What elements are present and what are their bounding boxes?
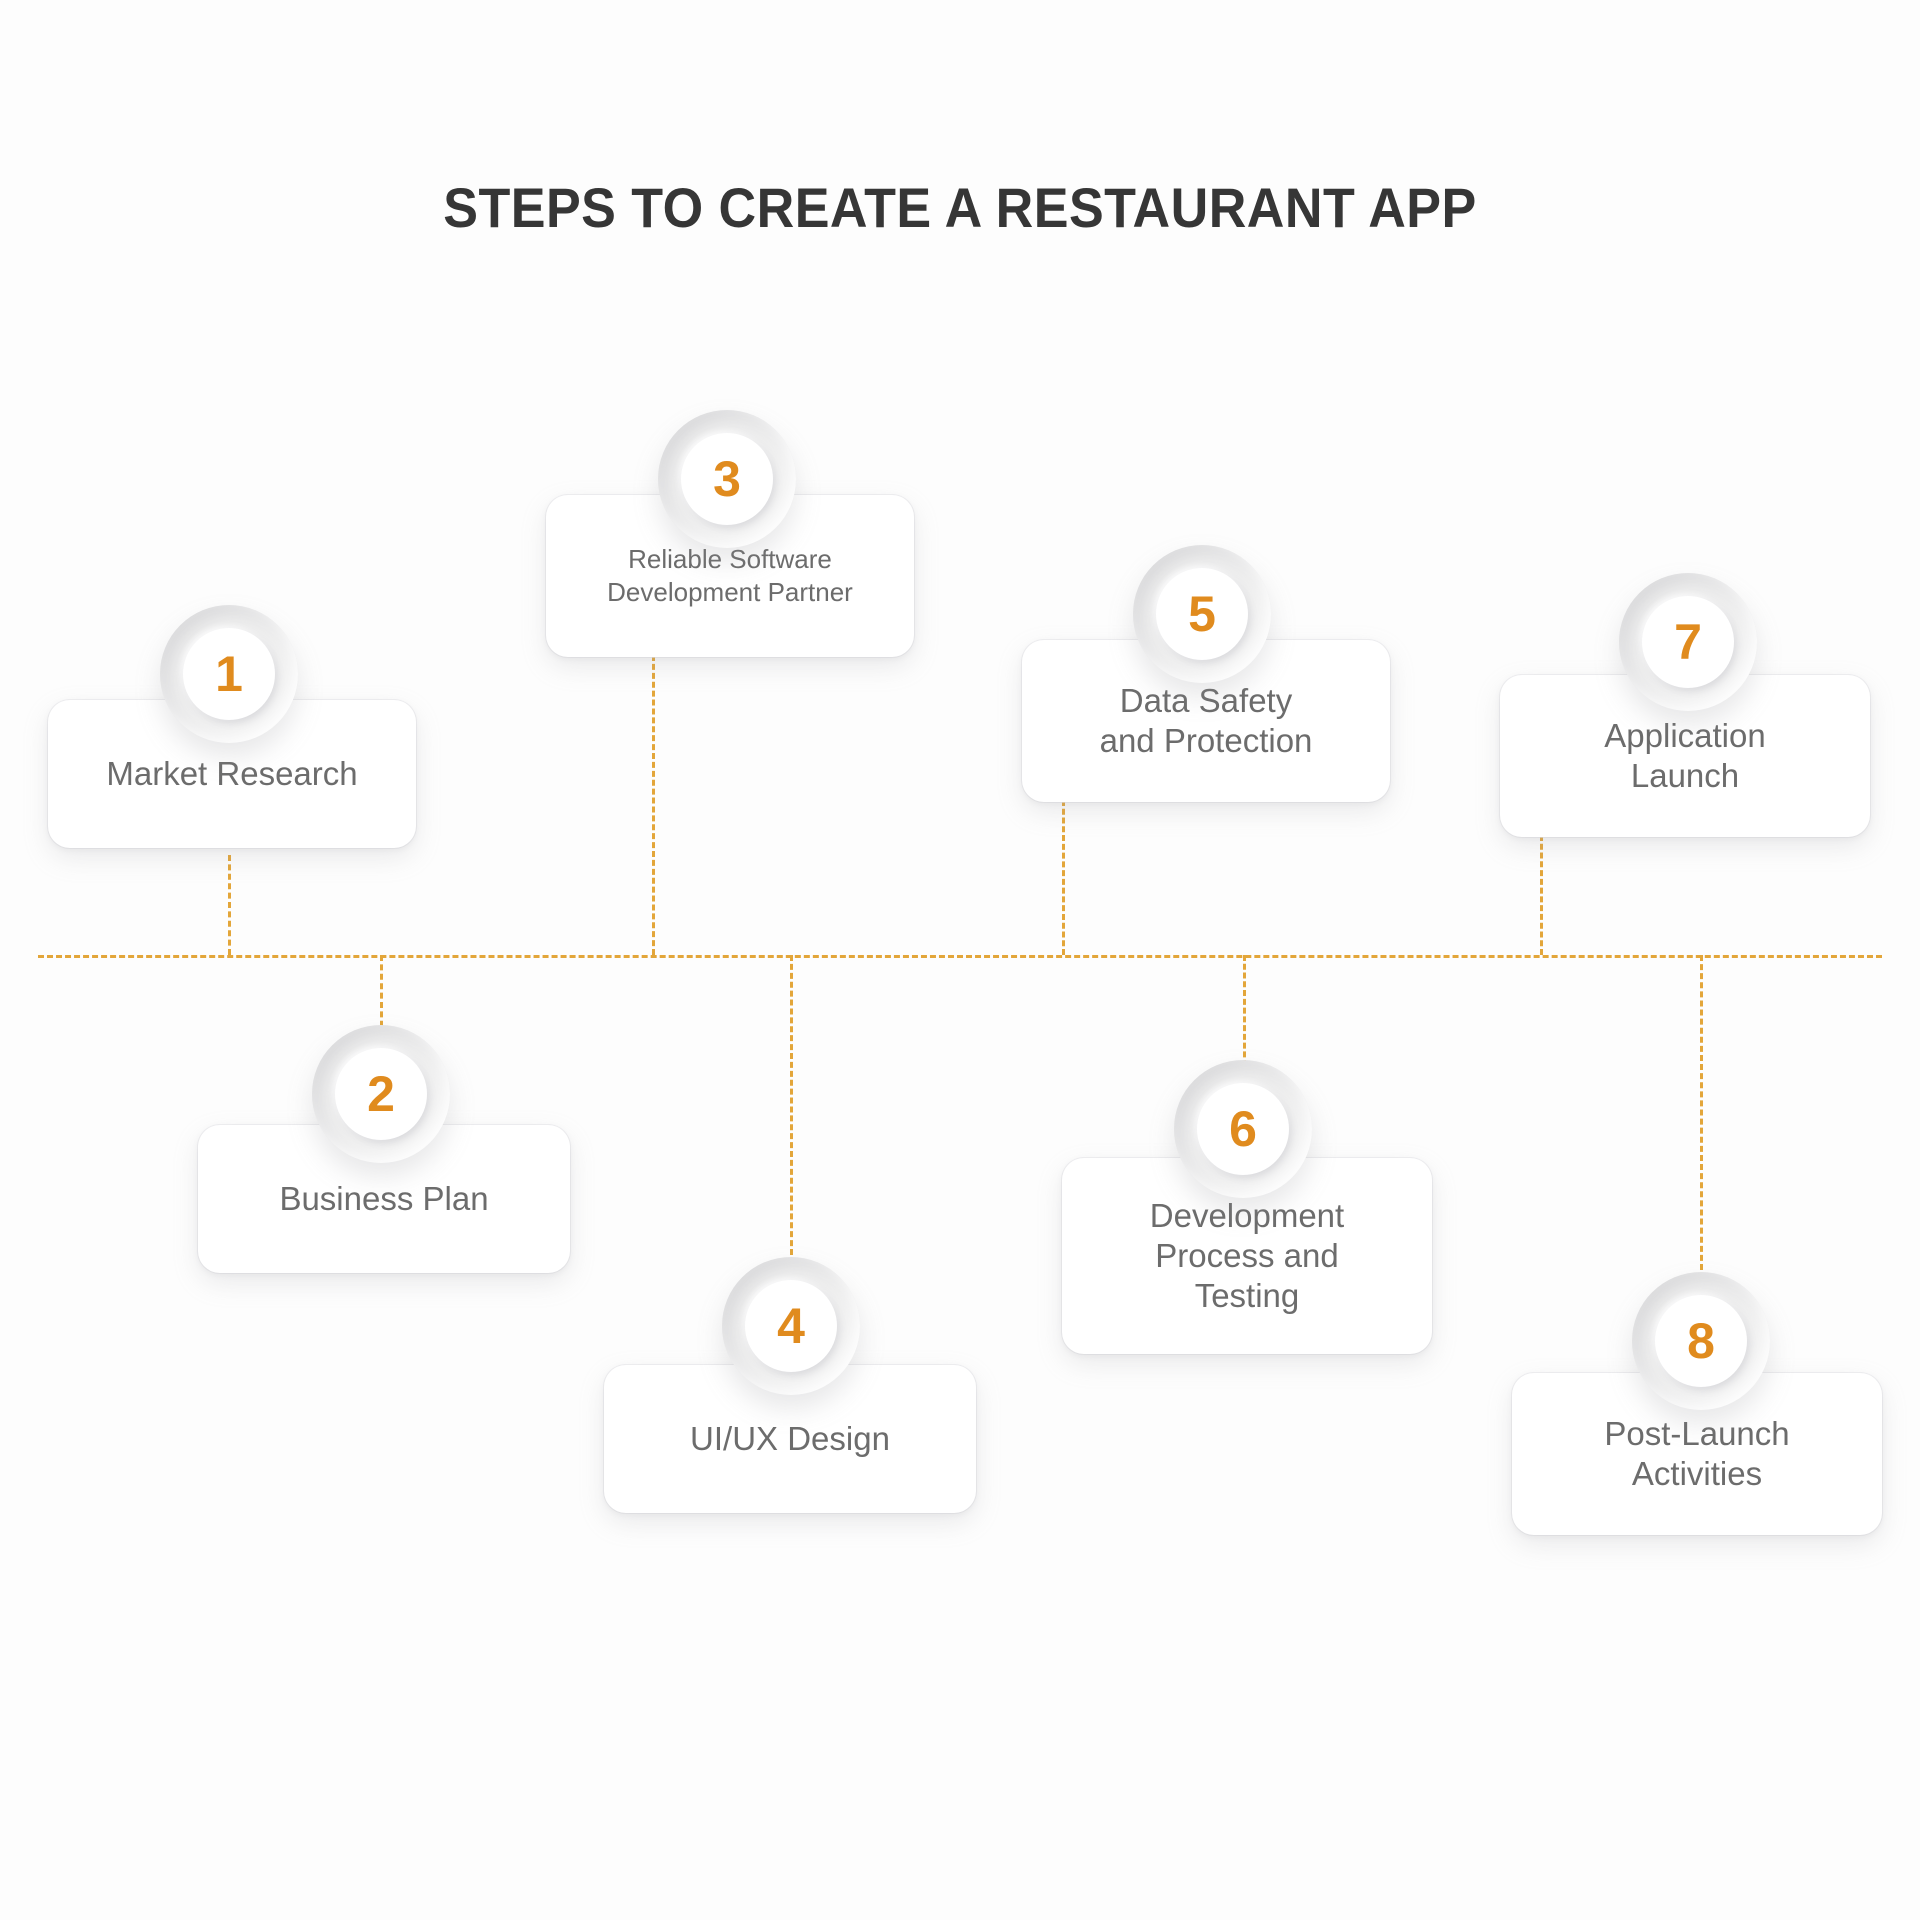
- connector-step-2: [380, 955, 383, 1055]
- connector-step-8: [1700, 955, 1703, 1270]
- step-1-number: 1: [215, 646, 243, 702]
- step-5-number: 5: [1188, 586, 1216, 642]
- connector-step-5: [1062, 800, 1065, 955]
- step-4-label: UI/UX Design: [690, 1419, 890, 1457]
- step-8-badge-inner: 8: [1655, 1295, 1747, 1387]
- step-7-badge-inner: 7: [1642, 596, 1734, 688]
- connector-step-7: [1540, 835, 1543, 955]
- step-5-badge-inner: 5: [1156, 568, 1248, 660]
- step-3-badge[interactable]: 3: [658, 410, 796, 548]
- step-7-number: 7: [1674, 614, 1702, 670]
- step-1-badge-inner: 1: [183, 628, 275, 720]
- page-title: STEPS TO CREATE A RESTAURANT APP: [443, 176, 1477, 239]
- step-2-card[interactable]: Business Plan: [198, 1125, 570, 1273]
- step-5-label: Data Safety and Protection: [1099, 681, 1313, 759]
- step-6-label: Development Process and Testing: [1149, 1196, 1345, 1315]
- timeline-main-axis: [38, 955, 1882, 958]
- step-2-badge[interactable]: 2: [312, 1025, 450, 1163]
- connector-step-4: [790, 955, 793, 1255]
- step-1-badge[interactable]: 1: [160, 605, 298, 743]
- step-7-label: Application Launch: [1604, 716, 1766, 794]
- step-8-badge[interactable]: 8: [1632, 1272, 1770, 1410]
- step-5-badge[interactable]: 5: [1133, 545, 1271, 683]
- step-6-badge[interactable]: 6: [1174, 1060, 1312, 1198]
- connector-step-6: [1243, 955, 1246, 1110]
- step-7-card[interactable]: Application Launch: [1500, 675, 1870, 837]
- step-2-badge-inner: 2: [335, 1048, 427, 1140]
- step-3-number: 3: [713, 451, 741, 507]
- step-3-badge-inner: 3: [681, 433, 773, 525]
- step-7-badge[interactable]: 7: [1619, 573, 1757, 711]
- step-8-label: Post-Launch Activities: [1604, 1414, 1790, 1492]
- step-6-badge-inner: 6: [1197, 1083, 1289, 1175]
- step-6-number: 6: [1229, 1101, 1257, 1157]
- step-2-label: Business Plan: [279, 1179, 489, 1217]
- step-1-label: Market Research: [106, 754, 358, 792]
- step-4-badge-inner: 4: [745, 1280, 837, 1372]
- step-4-number: 4: [777, 1298, 805, 1354]
- step-3-label: Reliable Software Development Partner: [607, 543, 853, 607]
- step-4-badge[interactable]: 4: [722, 1257, 860, 1395]
- connector-step-3: [652, 655, 655, 955]
- connector-step-1: [228, 855, 231, 955]
- step-8-number: 8: [1687, 1313, 1715, 1369]
- step-2-number: 2: [367, 1066, 395, 1122]
